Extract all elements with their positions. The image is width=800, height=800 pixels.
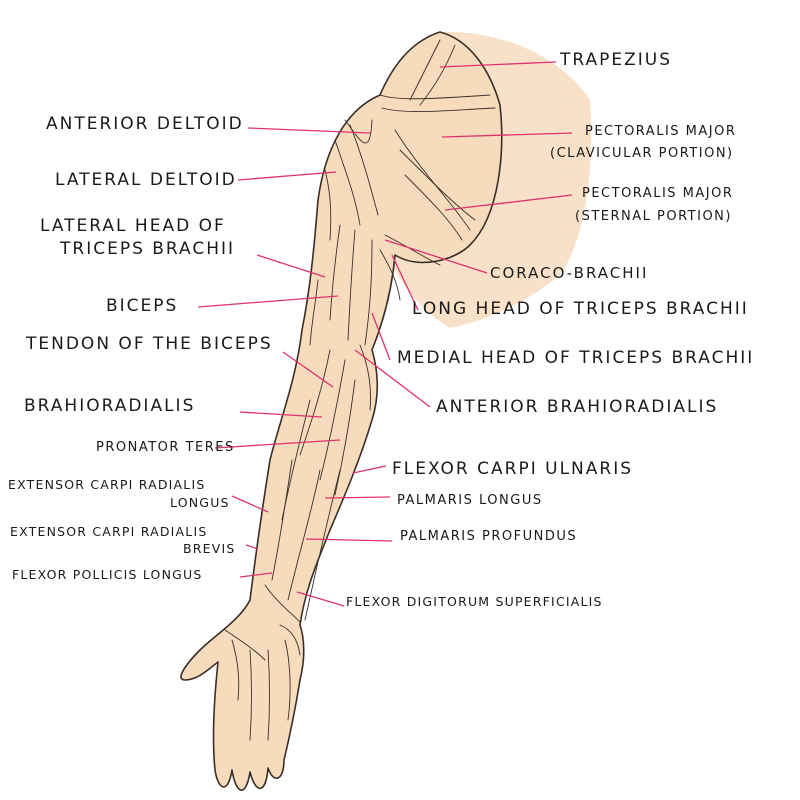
label-pronator-teres: PRONATOR TERES: [96, 440, 235, 455]
label-flexor-pollicis-longus: FLEXOR POLLICIS LONGUS: [12, 567, 203, 582]
leader-lines: [197, 61, 573, 607]
label-flexor-digitorum-superficialis: FLEXOR DIGITORUM SUPERFICIALIS: [346, 594, 603, 609]
label-biceps: BICEPS: [106, 296, 179, 316]
label-pectoralis-major-sternal-portion: (STERNAL PORTION): [575, 209, 732, 224]
label-anterior-brahioradialis: ANTERIOR BRAHIORADIALIS: [436, 397, 719, 417]
label-extensor-carpi-radialis-brevis-line2: BREVIS: [183, 541, 236, 556]
muscle-lines: [224, 39, 496, 741]
label-extensor-carpi-radialis-brevis-line1: EXTENSOR CARPI RADIALIS: [10, 524, 208, 539]
arm-silhouette: [180, 31, 503, 791]
label-brahioradialis: BRAHIORADIALIS: [24, 396, 196, 416]
label-medial-head-triceps: MEDIAL HEAD OF TRICEPS BRACHII: [397, 348, 755, 368]
label-lateral-head-triceps-line2: TRICEPS BRACHII: [60, 239, 236, 259]
label-lateral-deltoid: LATERAL DELTOID: [55, 170, 237, 190]
label-lateral-head-triceps-line1: LATERAL HEAD OF: [40, 216, 226, 236]
label-pectoralis-major-clavicular-portion: (CLAVICULAR PORTION): [550, 146, 734, 161]
label-trapezius: TRAPEZIUS: [560, 50, 673, 70]
label-palmaris-longus: PALMARIS LONGUS: [397, 493, 543, 508]
label-extensor-carpi-radialis-longus-line2: LONGUS: [170, 495, 230, 510]
label-anterior-deltoid: ANTERIOR DELTOID: [46, 114, 244, 134]
label-flexor-carpi-ulnaris: FLEXOR CARPI ULNARIS: [392, 459, 634, 479]
label-long-head-triceps: LONG HEAD OF TRICEPS BRACHII: [412, 299, 749, 319]
label-palmaris-profundus: PALMARIS PROFUNDUS: [400, 529, 578, 544]
label-pectoralis-major-clavicular: PECTORALIS MAJOR: [585, 124, 737, 139]
label-coraco-brachii: CORACO-BRACHII: [490, 264, 649, 282]
label-extensor-carpi-radialis-longus-line1: EXTENSOR CARPI RADIALIS: [8, 477, 206, 492]
label-tendon-of-biceps: TENDON OF THE BICEPS: [26, 334, 273, 354]
label-pectoralis-major-sternal: PECTORALIS MAJOR: [582, 186, 734, 201]
